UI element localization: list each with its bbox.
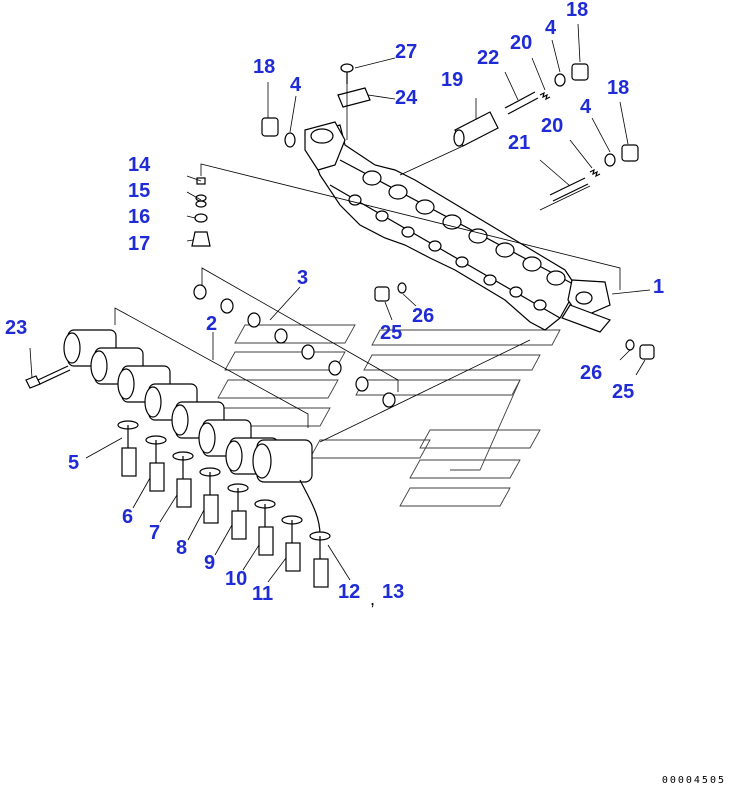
callout-8: 8 — [176, 537, 188, 559]
callout-20-top: 20 — [510, 32, 533, 54]
callout-3: 3 — [297, 267, 309, 289]
callout-6: 6 — [122, 506, 134, 528]
callout-4-left: 4 — [290, 74, 302, 96]
solenoid-assemblies — [63, 329, 313, 483]
callout-20-right: 20 — [541, 115, 564, 137]
small-parts — [25, 63, 655, 389]
callout-4-right: 4 — [580, 96, 592, 118]
callout-2: 2 — [206, 313, 218, 335]
callout-12: 12 — [338, 581, 361, 603]
callout-26-right: 26 — [580, 362, 603, 384]
callout-25-left: 25 — [380, 322, 403, 344]
callout-4-top: 4 — [545, 17, 557, 39]
callout-18-left: 18 — [253, 56, 276, 78]
callout-11: 11 — [252, 583, 274, 605]
callout-19: 19 — [441, 69, 464, 91]
watermark-logo — [211, 324, 561, 507]
callout-23: 23 — [5, 317, 28, 339]
callout-14: 14 — [128, 154, 151, 176]
callout-7: 7 — [149, 522, 161, 544]
document-number: 00004505 — [661, 775, 726, 786]
callout-separator: , — [370, 589, 376, 609]
callout-18-top: 18 — [566, 0, 589, 21]
callout-16: 16 — [128, 206, 151, 228]
callout-22: 22 — [477, 47, 500, 69]
valve-body — [304, 121, 612, 333]
o-rings — [193, 284, 396, 408]
callout-26-left: 26 — [412, 305, 435, 327]
callout-27: 27 — [395, 41, 418, 63]
callout-10: 10 — [225, 568, 248, 590]
callout-17: 17 — [128, 233, 151, 255]
callout-15: 15 — [128, 180, 151, 202]
wire-connectors — [117, 420, 331, 588]
callout-18-right: 18 — [607, 77, 630, 99]
callout-5: 5 — [68, 452, 80, 474]
callout-1: 1 — [653, 276, 665, 298]
callout-25-right: 25 — [612, 381, 635, 403]
callout-13: 13 — [382, 581, 405, 603]
callout-21: 21 — [508, 132, 531, 154]
callout-9: 9 — [204, 552, 216, 574]
callout-24: 24 — [395, 87, 418, 109]
leader-lines — [29, 23, 651, 583]
